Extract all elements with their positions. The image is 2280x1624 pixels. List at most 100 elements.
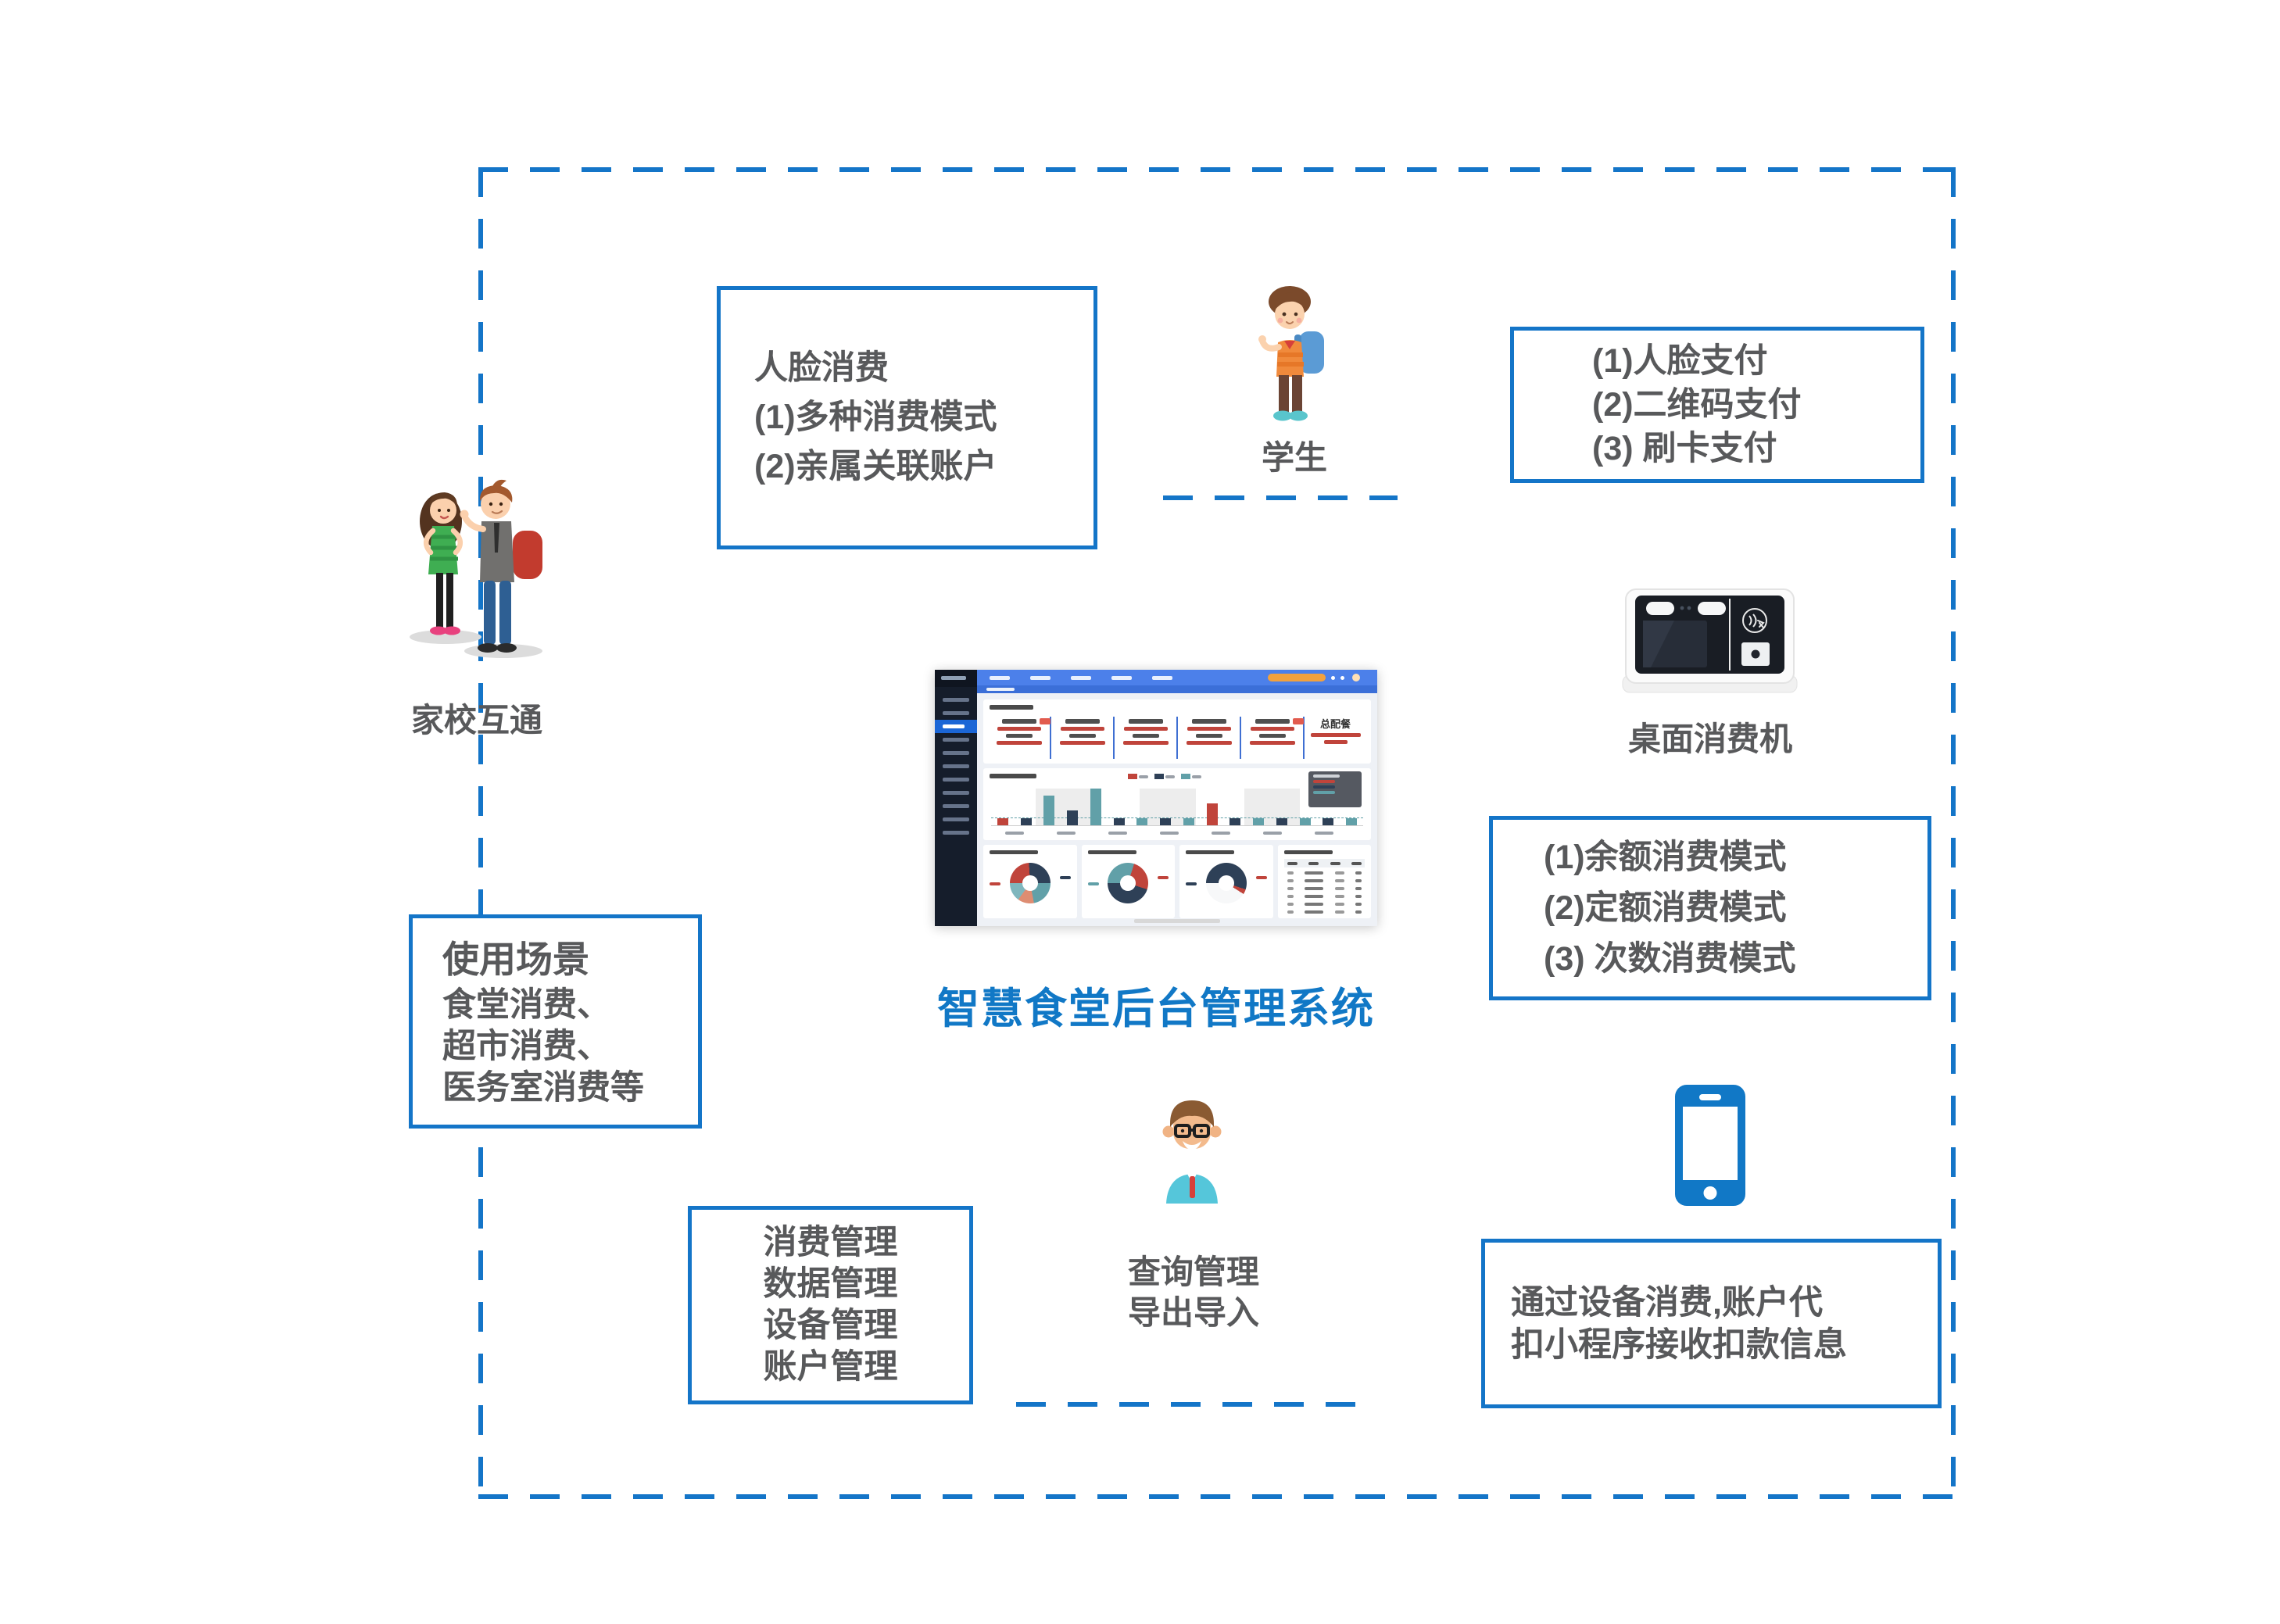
mini-bar	[1113, 817, 1125, 825]
mini-donut-chart	[1009, 862, 1051, 903]
mini-table-row	[1284, 869, 1365, 877]
mini-sidebar-item-bar	[943, 804, 969, 808]
mini-legend-swatch	[1128, 774, 1137, 779]
mini-table-header-bar	[1308, 861, 1319, 865]
mini-donut-hole	[1120, 875, 1136, 891]
mini-logo-bar	[941, 676, 966, 680]
decor	[1209, 1125, 1222, 1138]
mini-nav-item	[1071, 676, 1091, 680]
mini-table-panel	[1277, 845, 1371, 918]
decor	[496, 643, 517, 653]
parents-label: 家校互通	[410, 702, 542, 739]
decor	[1680, 606, 1684, 610]
mini-stats-panel: 总配餐	[983, 699, 1371, 764]
desktop-machine-illustration	[1622, 588, 1798, 693]
mini-chart-panel	[983, 768, 1371, 840]
mini-stat-col	[1115, 717, 1178, 759]
decor	[492, 479, 506, 487]
decor	[424, 528, 436, 556]
mini-sidebar-item	[935, 799, 977, 813]
mini-x-tick-bar	[1315, 832, 1333, 835]
mini-nav-dot	[1340, 676, 1344, 680]
mini-stat-val-bar	[1250, 727, 1294, 731]
decor	[1276, 340, 1304, 377]
decor	[1180, 1129, 1185, 1133]
mini-table-header-bar	[1351, 861, 1362, 865]
decor	[1273, 410, 1292, 421]
mini-sidebar-item-bar	[943, 711, 969, 715]
mini-donut-callout-bar	[1186, 882, 1197, 885]
decor	[1292, 375, 1302, 413]
mini-stat-sub-bar	[1068, 734, 1096, 738]
mini-table-cell-bar	[1287, 887, 1294, 890]
box-face-line: 人脸消费	[754, 349, 889, 387]
mini-stat-title-bar	[1255, 718, 1304, 724]
mini-sidebar-item	[935, 746, 977, 760]
decor	[1190, 1176, 1195, 1198]
mini-stat-col	[1178, 717, 1241, 759]
mini-sidebar-item-bar	[943, 751, 969, 755]
mini-breadcrumb-bar	[986, 688, 1015, 691]
student-label: 学生	[1261, 439, 1327, 476]
mini-donut-hole	[1022, 875, 1038, 891]
admin-label-export: 导出导入	[1127, 1294, 1259, 1331]
decor	[1282, 312, 1287, 317]
decor	[1277, 352, 1304, 367]
mini-tooltip-bar	[1313, 774, 1340, 778]
decor	[436, 573, 443, 628]
decor	[1687, 606, 1691, 610]
phone-home-button	[1703, 1186, 1717, 1200]
mini-table-cell-bar	[1334, 910, 1344, 914]
mini-donut-panel	[983, 845, 1077, 918]
mini-panel-title	[1087, 850, 1136, 854]
mini-table-cell-bar	[1334, 903, 1344, 906]
box-pay-line: (1)人脸支付	[1592, 342, 1768, 380]
mini-sidebar-item	[935, 760, 977, 773]
box-scene-heading: 使用场景	[442, 938, 589, 980]
mini-legend-label-bar	[1139, 775, 1148, 778]
decor	[481, 489, 510, 519]
box-modes-line: (1)余额消费模式	[1544, 838, 1787, 876]
decor	[484, 581, 496, 645]
mini-nav-badge	[1268, 674, 1326, 681]
mini-stat-title-bar	[1065, 719, 1100, 724]
decor	[410, 630, 481, 644]
mini-bar	[1229, 817, 1241, 825]
mini-stat-val-bar	[1187, 727, 1231, 731]
mini-nav-item	[1111, 676, 1132, 680]
mini-stat-val-bar	[1123, 727, 1168, 731]
mini-stat-val-bar	[997, 727, 1041, 731]
mini-sidebar-item	[935, 706, 977, 720]
decor	[489, 502, 493, 506]
mini-stat-title-bar	[1191, 719, 1226, 724]
box-scene-line: 医务室消费等	[442, 1068, 644, 1107]
decor	[438, 509, 441, 512]
mini-table-row	[1284, 892, 1365, 900]
mini-stat-val-bar	[1186, 741, 1232, 745]
mini-donut-panel	[1081, 845, 1175, 918]
mini-bar	[1183, 817, 1194, 825]
mini-bar	[1323, 817, 1334, 825]
mini-sidebar-item-bar	[943, 724, 965, 728]
mini-sidebar-item-bar	[943, 778, 969, 782]
mini-stat-col	[988, 717, 1051, 759]
mini-stat-title-bar	[1001, 718, 1051, 724]
mini-stat-val-bar	[1122, 741, 1169, 745]
mini-bar	[1043, 796, 1055, 825]
decor	[439, 515, 449, 520]
mini-table-cell-bar	[1334, 887, 1344, 890]
decor	[1748, 613, 1757, 628]
mini-table-cell-bar	[1305, 895, 1323, 898]
phone-speaker	[1699, 1094, 1721, 1100]
mini-table-cell-bar	[1334, 871, 1344, 875]
mini-logo	[935, 670, 977, 687]
parents-illustration	[410, 479, 542, 658]
decor	[1698, 602, 1726, 615]
box-manage-line: 数据管理	[763, 1265, 898, 1303]
decor	[446, 573, 453, 628]
mini-panel-title	[990, 850, 1038, 854]
dashed-border-left	[478, 167, 483, 1499]
box-scene-line: 超市消费、	[442, 1027, 610, 1065]
mini-bar	[1276, 817, 1287, 825]
